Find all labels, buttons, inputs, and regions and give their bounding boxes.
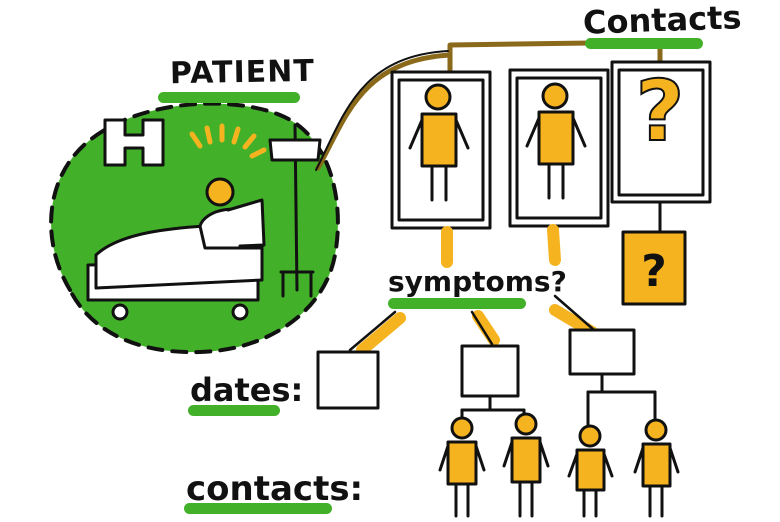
contact-card-1 (390, 70, 492, 230)
hospital-h-icon (103, 118, 165, 167)
contacts-label: contacts: (186, 469, 364, 509)
question-mark-small-icon: ? (641, 246, 667, 297)
dates-underline (188, 405, 280, 416)
contacts-bottom-underline (184, 503, 332, 514)
patient-underline (158, 92, 300, 103)
symptom-box-1 (460, 344, 526, 426)
symptoms-label: symptoms? (388, 265, 567, 298)
card-link-bars (441, 224, 561, 268)
contact-card-unknown (610, 60, 712, 204)
symptoms-underline (388, 298, 526, 309)
contacts-heading: Contacts (582, 0, 743, 42)
contact-person-icon (502, 412, 550, 518)
alert-rays-icon (189, 123, 267, 159)
unknown-symptom-box (621, 230, 687, 306)
iv-pole-icon (268, 123, 322, 298)
contact-card-2 (508, 68, 610, 228)
contact-person-icon (633, 418, 680, 518)
symptom-branches (356, 304, 598, 356)
dates-box (316, 350, 380, 410)
hospital-bed-icon (86, 198, 266, 321)
dates-label: dates: (190, 371, 304, 409)
contact-person-icon (438, 416, 486, 518)
patient-person-icon (205, 177, 235, 207)
question-mark-icon: ? (636, 62, 685, 160)
contacts-underline (585, 38, 703, 49)
symptom-box-2 (568, 328, 657, 428)
patient-label: PATIENT (169, 53, 316, 92)
patient-to-contacts-connector (315, 39, 663, 171)
contact-person-icon (567, 424, 614, 518)
